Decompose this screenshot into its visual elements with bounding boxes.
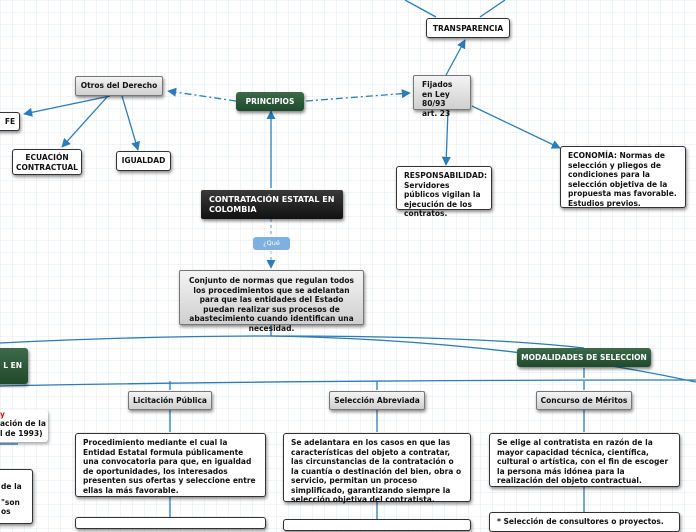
licitacion-descripcion-node[interactable]: Procedimiento mediante el cual la Entida…	[75, 433, 266, 497]
licitacion-subnode[interactable]	[75, 517, 266, 529]
fijados-node[interactable]: Fijados en Ley 80/93 art. 23	[413, 75, 471, 118]
contratacion-estatal-title[interactable]: CONTRATACIÓN ESTATAL EN COLOMBIA	[201, 190, 343, 219]
definicion-node[interactable]: Conjunto de normas que regulan todos los…	[179, 270, 364, 333]
concurso-subnode[interactable]: * Selección de consultores o proyectos.	[489, 512, 680, 532]
otros-derecho-node[interactable]: Otros del Derecho	[75, 76, 163, 96]
concurso-meritos-node[interactable]: Concurso de Méritos	[536, 391, 632, 410]
transparencia-node[interactable]: TRANSPARENCIA	[426, 18, 510, 38]
connector-lines	[0, 0, 696, 520]
abreviada-subnode[interactable]	[283, 519, 471, 531]
left-low-partial-node[interactable]: de la "son os	[0, 469, 33, 524]
left-mid-text-2: l de 1993)	[0, 428, 43, 438]
abreviada-descripcion-node[interactable]: Se adelantara en los casos en que las ca…	[283, 433, 471, 504]
concurso-descripcion-node[interactable]: Se elige al contratista en razón de la m…	[489, 433, 680, 487]
economia-node[interactable]: ECONOMÍA: Normas de selección y pliegos …	[560, 146, 686, 208]
left-mid-text-1: ación de la	[0, 419, 46, 428]
left-low-text-3: os	[1, 507, 11, 516]
que-es-label[interactable]: ¿Qué es?	[253, 237, 290, 257]
responsabilidad-node[interactable]: RESPONSABILIDAD: Servidores públicos vig…	[396, 166, 492, 218]
left-low-text-1: de la	[1, 482, 22, 491]
left-partial-green-node[interactable]: L EN	[0, 348, 28, 384]
seleccion-abreviada-node[interactable]: Selección Abreviada	[329, 391, 425, 410]
modalidades-seleccion-node[interactable]: MODALIDADES DE SELECCION	[517, 348, 651, 367]
left-mid-red-text: y	[0, 410, 5, 419]
principios-node[interactable]: PRINCIPIOS	[236, 92, 304, 111]
fe-node[interactable]: FE	[0, 112, 20, 131]
licitacion-publica-node[interactable]: Licitación Pública	[128, 391, 212, 410]
left-mid-partial-node[interactable]: y ación de la l de 1993)	[0, 410, 48, 442]
left-low-text-2: "son	[1, 497, 20, 507]
igualdad-node[interactable]: IGUALDAD	[116, 151, 171, 171]
ecuacion-contractual-node[interactable]: ECUACIÓN CONTRACTUAL	[12, 149, 82, 175]
